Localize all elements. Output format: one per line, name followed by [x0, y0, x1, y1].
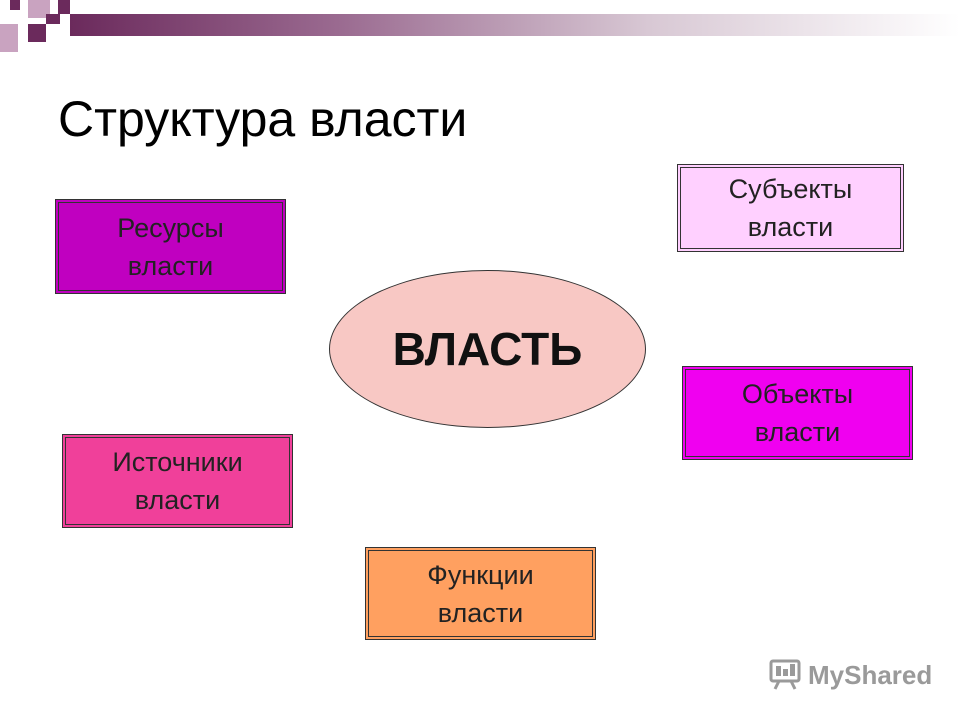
- presentation-icon: [769, 659, 801, 690]
- box-resources-line1: Ресурсы: [117, 212, 224, 243]
- decor-square: [0, 24, 18, 52]
- page-title: Структура власти: [58, 91, 468, 147]
- box-resources: Ресурсы власти: [55, 199, 286, 294]
- decor-square: [10, 0, 20, 10]
- box-objects: Объекты власти: [682, 366, 913, 460]
- decor-square: [46, 14, 60, 24]
- box-sources-line2: власти: [134, 485, 221, 515]
- box-functions-line1: Функции: [427, 559, 534, 590]
- box-subjects-line1: Субъекты: [728, 174, 853, 204]
- box-resources-line2: власти: [127, 250, 214, 281]
- box-functions-line2: власти: [437, 597, 524, 628]
- decor-square: [58, 0, 70, 14]
- box-objects-line2: власти: [754, 417, 841, 447]
- box-objects-line1: Объекты: [741, 379, 854, 409]
- box-functions: Функции власти: [365, 547, 596, 640]
- box-subjects: Субъекты власти: [677, 164, 904, 252]
- header-gradient-bar: [70, 14, 960, 36]
- box-sources-line1: Источники: [112, 447, 243, 477]
- box-subjects-line2: власти: [747, 212, 834, 242]
- decor-square: [28, 0, 50, 18]
- box-sources: Источники власти: [62, 434, 293, 528]
- watermark-text: MyShared: [808, 659, 933, 690]
- center-label: ВЛАСТЬ: [392, 323, 583, 375]
- watermark: MyShared: [768, 658, 932, 692]
- decor-square: [28, 24, 46, 42]
- center-ellipse: ВЛАСТЬ: [329, 270, 646, 428]
